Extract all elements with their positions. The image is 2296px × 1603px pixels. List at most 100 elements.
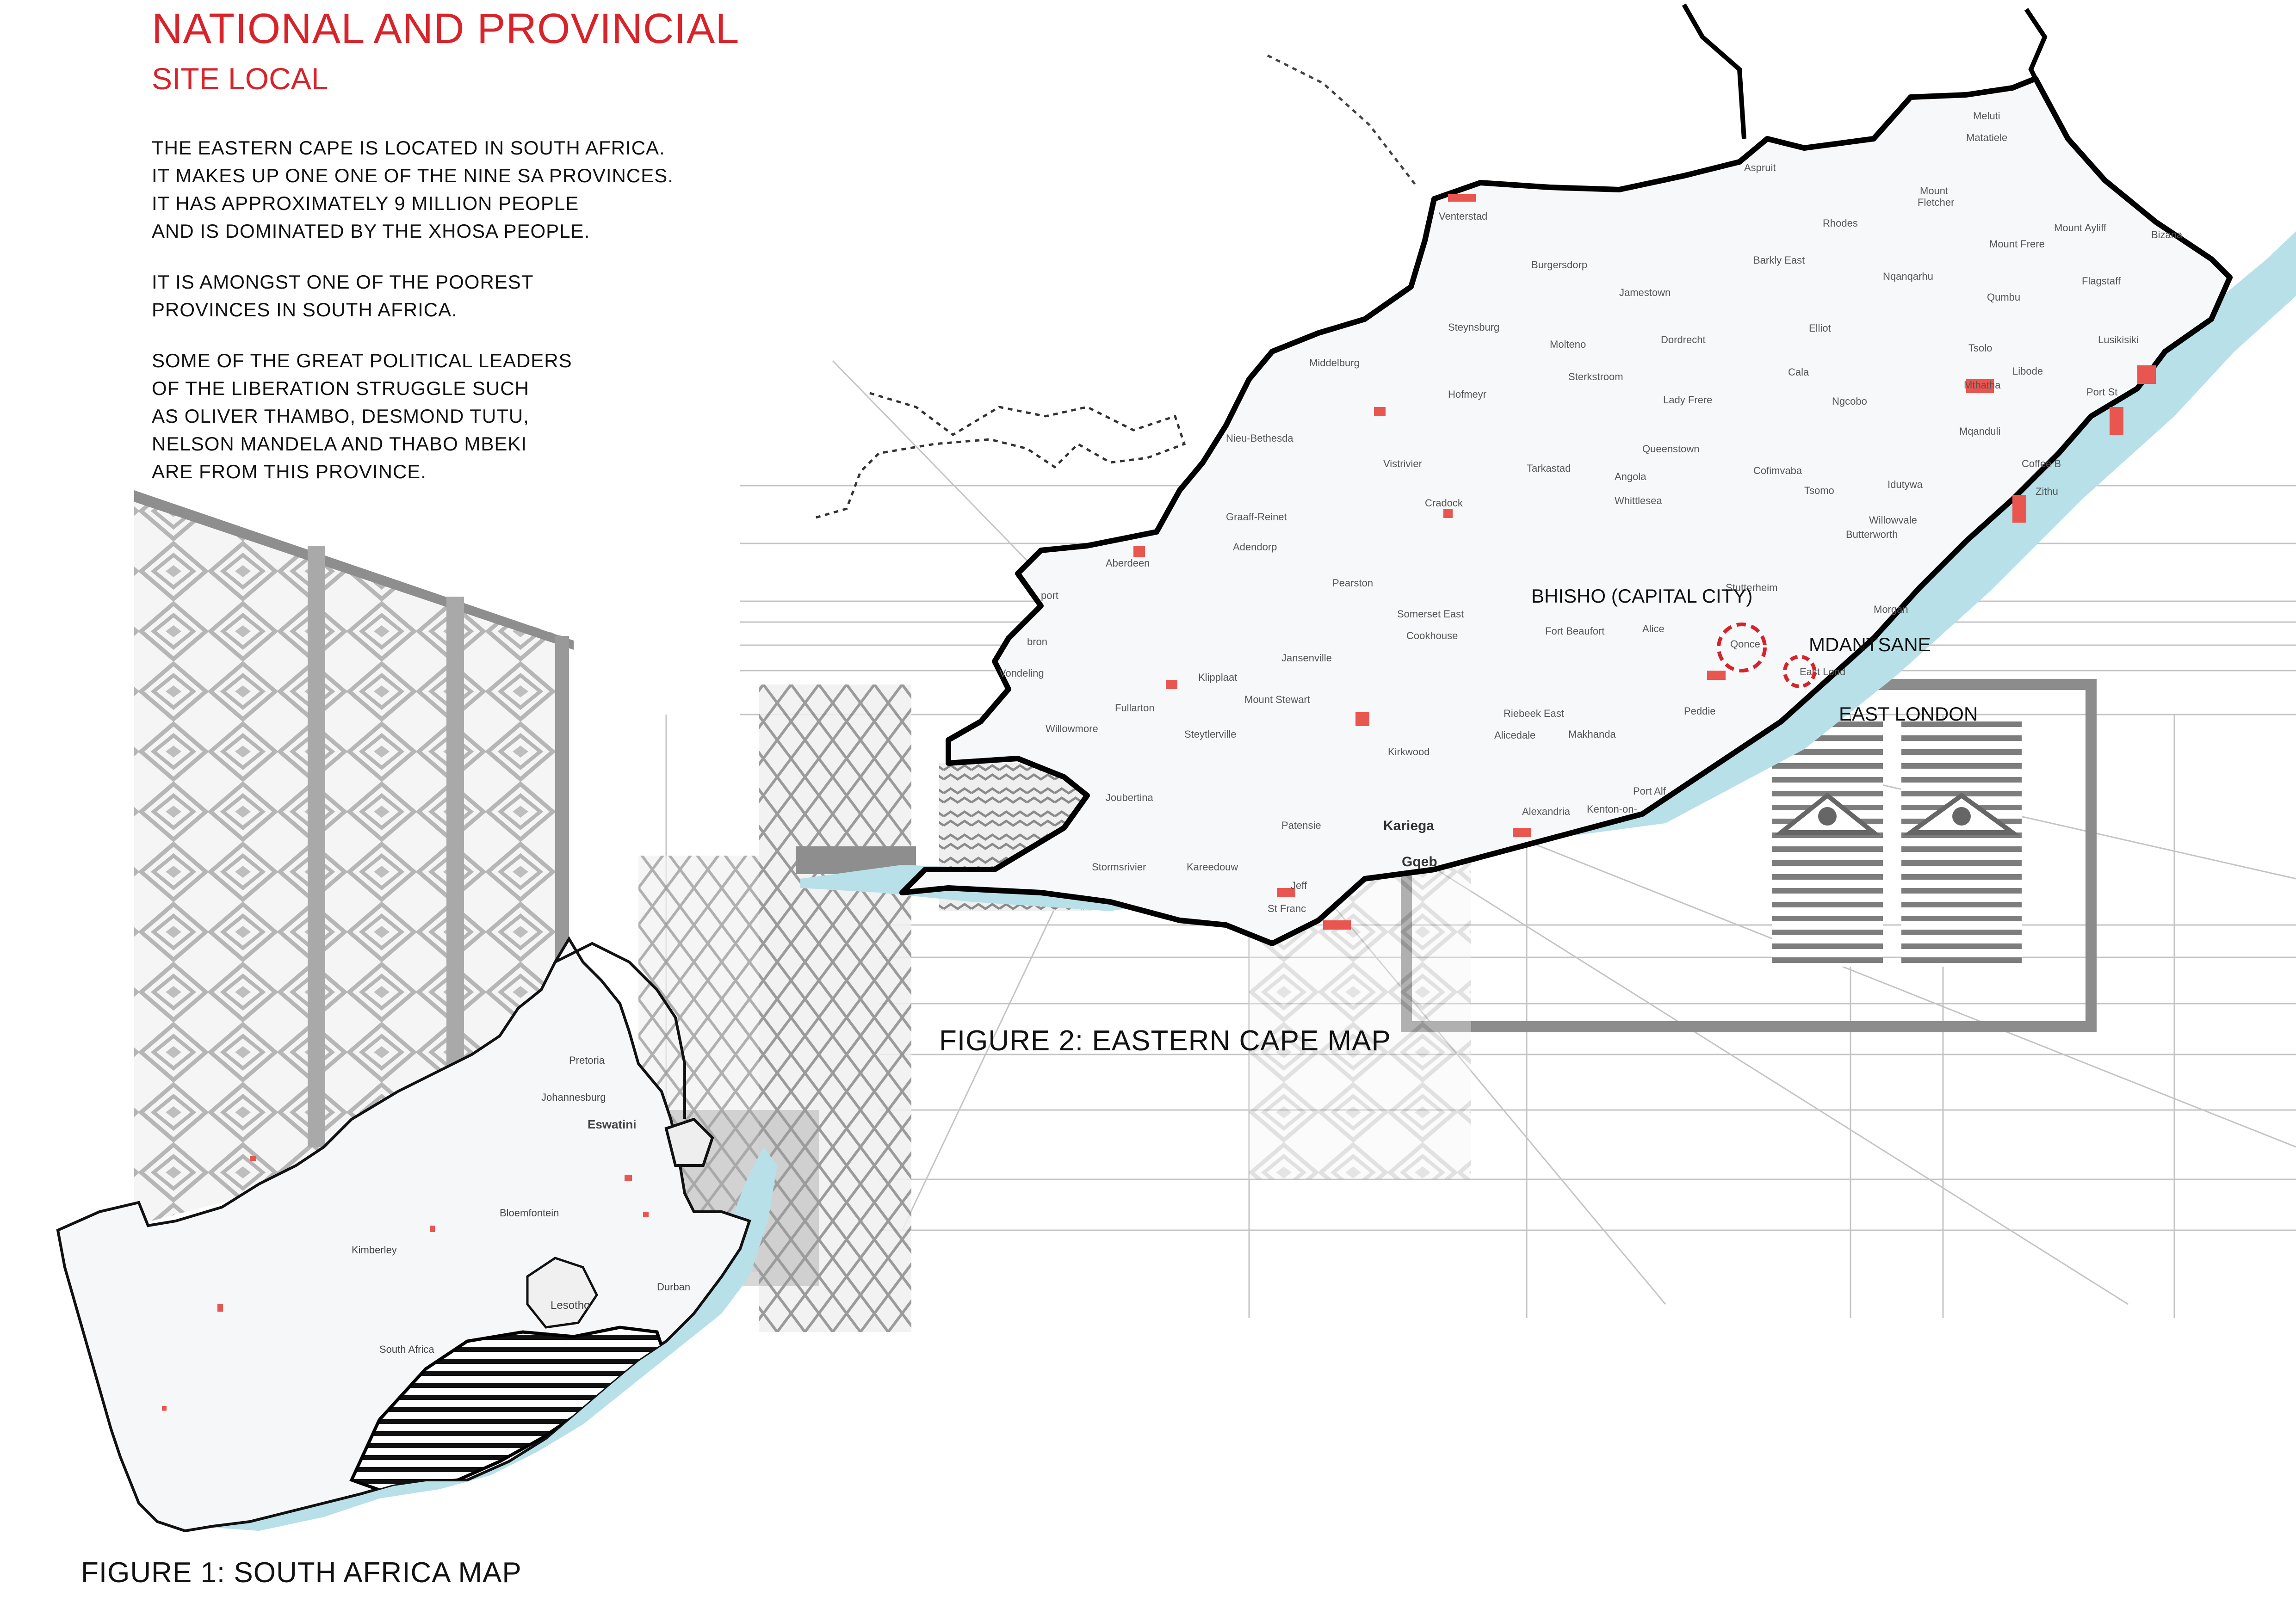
svg-text:Cookhouse: Cookhouse <box>1406 630 1458 641</box>
svg-text:Somerset East: Somerset East <box>1397 608 1464 620</box>
svg-text:East Lond: East Lond <box>1800 666 1845 678</box>
svg-text:Dordrecht: Dordrecht <box>1661 334 1706 345</box>
page-title: NATIONAL AND PROVINCIAL <box>152 5 740 52</box>
intro-line: OF THE LIBERATION STRUGGLE SUCH <box>152 377 529 399</box>
xhosa-pattern-panel <box>134 490 574 1226</box>
svg-text:Graaff-Reinet: Graaff-Reinet <box>1226 511 1287 523</box>
svg-text:Patensie: Patensie <box>1281 820 1321 831</box>
svg-text:Steytlerville: Steytlerville <box>1184 728 1236 740</box>
svg-text:Willowmore: Willowmore <box>1046 723 1098 734</box>
south-africa-map: Eswatini Lesotho South Africa Bloemfonte… <box>56 936 751 1533</box>
svg-text:Lusikisiki: Lusikisiki <box>2098 334 2139 345</box>
svg-text:Tsolo: Tsolo <box>1968 342 1992 354</box>
intro-line: IT HAS APPROXIMATELY 9 MILLION PEOPLE <box>152 192 579 214</box>
eastern-cape-province <box>899 76 2233 946</box>
sa-label-south-africa: South Africa <box>379 1344 434 1355</box>
ocean-eastern-cape <box>800 231 2296 911</box>
svg-text:Barkly East: Barkly East <box>1753 254 1805 266</box>
svg-text:Jamestown: Jamestown <box>1619 287 1671 298</box>
svg-text:bron: bron <box>1027 636 1047 647</box>
svg-text:Willowvale: Willowvale <box>1869 514 1917 526</box>
svg-text:Mount: Mount <box>1920 185 1948 197</box>
svg-text:Kariega: Kariega <box>1383 818 1434 833</box>
svg-text:port: port <box>1041 590 1058 601</box>
svg-text:Adendorp: Adendorp <box>1233 541 1277 553</box>
dashed-red-circle-icon <box>1783 655 1816 688</box>
svg-text:Pearston: Pearston <box>1332 577 1373 589</box>
svg-text:Elliot: Elliot <box>1809 322 1831 334</box>
svg-text:Aspruit: Aspruit <box>1744 162 1776 173</box>
intro-line: ARE FROM THIS PROVINCE. <box>152 461 427 482</box>
mdantsane-label: MDANTSANE <box>1809 634 1931 655</box>
svg-text:Alicedale: Alicedale <box>1494 729 1535 741</box>
svg-text:Coffee B: Coffee B <box>2022 458 2061 469</box>
svg-text:Fullarton: Fullarton <box>1115 702 1155 714</box>
intro-line: PROVINCES IN SOUTH AFRICA. <box>152 299 458 321</box>
intro-paragraph-3: SOME OF THE GREAT POLITICAL LEADERS OF T… <box>152 347 572 486</box>
intro-line: THE EASTERN CAPE IS LOCATED IN SOUTH AFR… <box>152 137 665 159</box>
svg-text:Port St: Port St <box>2086 386 2117 398</box>
intro-line: AS OLIVER THAMBO, DESMOND TUTU, <box>152 405 529 427</box>
svg-text:Peddie: Peddie <box>1684 705 1716 717</box>
boundary-lines <box>814 3 2048 519</box>
svg-text:Rhodes: Rhodes <box>1823 217 1858 229</box>
svg-text:Idutywa: Idutywa <box>1888 479 1923 490</box>
intro-line: NELSON MANDELA AND THABO MBEKI <box>152 433 527 455</box>
svg-text:Queenstown: Queenstown <box>1642 443 1700 455</box>
svg-text:Stormsrivier: Stormsrivier <box>1092 861 1146 873</box>
svg-text:St Franc: St Franc <box>1268 903 1306 914</box>
svg-text:Zithu: Zithu <box>2036 486 2058 497</box>
svg-text:Riebeek East: Riebeek East <box>1504 708 1564 719</box>
svg-text:Vondeling: Vondeling <box>999 667 1044 679</box>
svg-text:Gqeb: Gqeb <box>1402 854 1437 869</box>
figure-2-caption: FIGURE 2: EASTERN CAPE MAP <box>939 1025 1391 1057</box>
figure-1-caption: FIGURE 1: SOUTH AFRICA MAP <box>81 1557 522 1589</box>
svg-text:Ngcobo: Ngcobo <box>1832 395 1867 407</box>
sa-label-durban: Durban <box>657 1281 690 1293</box>
major-city-labels: Kariega Gqeb <box>1383 818 1437 869</box>
svg-text:Joubertina: Joubertina <box>1106 792 1154 803</box>
sa-label-lesotho: Lesotho <box>551 1299 590 1312</box>
svg-text:Mthatha: Mthatha <box>1964 379 2001 391</box>
svg-text:Aberdeen: Aberdeen <box>1106 557 1150 569</box>
svg-text:Stutterheim: Stutterheim <box>1726 582 1778 593</box>
intro-line: AND IS DOMINATED BY THE XHOSA PEOPLE. <box>152 220 590 242</box>
svg-text:Burgersdorp: Burgersdorp <box>1531 259 1587 271</box>
svg-text:Mount Ayliff: Mount Ayliff <box>2054 222 2107 234</box>
intro-paragraph-2: IT IS AMONGST ONE OF THE POOREST PROVINC… <box>152 268 533 324</box>
svg-text:Qonce: Qonce <box>1730 638 1760 650</box>
svg-text:Alexandria: Alexandria <box>1522 806 1571 817</box>
svg-text:Steynsburg: Steynsburg <box>1448 321 1499 333</box>
svg-text:Makhanda: Makhanda <box>1568 728 1616 740</box>
urban-area-markers <box>1133 194 2156 930</box>
svg-text:Tarkastad: Tarkastad <box>1527 462 1571 474</box>
svg-text:Kirkwood: Kirkwood <box>1388 746 1430 758</box>
banded-pattern-panel <box>1249 679 2097 1179</box>
svg-text:Jansenville: Jansenville <box>1281 652 1332 664</box>
svg-text:Mount Stewart: Mount Stewart <box>1244 694 1310 705</box>
svg-text:Port Alf: Port Alf <box>1633 785 1666 797</box>
svg-text:Cradock: Cradock <box>1425 497 1463 509</box>
sa-label-kimberley: Kimberley <box>352 1244 397 1256</box>
sa-label-eswatini: Eswatini <box>588 1117 636 1131</box>
intro-line: IT IS AMONGST ONE OF THE POOREST <box>152 271 534 293</box>
svg-text:Cofimvaba: Cofimvaba <box>1753 465 1802 476</box>
svg-text:Venterstad: Venterstad <box>1439 210 1487 222</box>
svg-text:Lady Frere: Lady Frere <box>1663 394 1712 406</box>
svg-text:Flagstaff: Flagstaff <box>2082 275 2121 287</box>
svg-text:Middelburg: Middelburg <box>1309 357 1360 369</box>
svg-text:Sterkstroom: Sterkstroom <box>1568 371 1623 382</box>
intro-line: SOME OF THE GREAT POLITICAL LEADERS <box>152 350 572 371</box>
svg-text:Angola: Angola <box>1615 471 1646 482</box>
svg-text:Cala: Cala <box>1788 366 1809 378</box>
svg-text:Klipplaat: Klipplaat <box>1198 672 1237 683</box>
svg-text:Libode: Libode <box>2012 365 2043 377</box>
svg-text:Molteno: Molteno <box>1550 339 1586 350</box>
east-london-label: EAST LONDON <box>1839 703 1978 725</box>
svg-text:Qumbu: Qumbu <box>1987 291 2020 303</box>
svg-text:Nieu-Bethesda: Nieu-Bethesda <box>1226 432 1293 444</box>
svg-text:Fort Beaufort: Fort Beaufort <box>1545 625 1604 637</box>
dashed-red-circle-icon <box>1717 623 1767 672</box>
